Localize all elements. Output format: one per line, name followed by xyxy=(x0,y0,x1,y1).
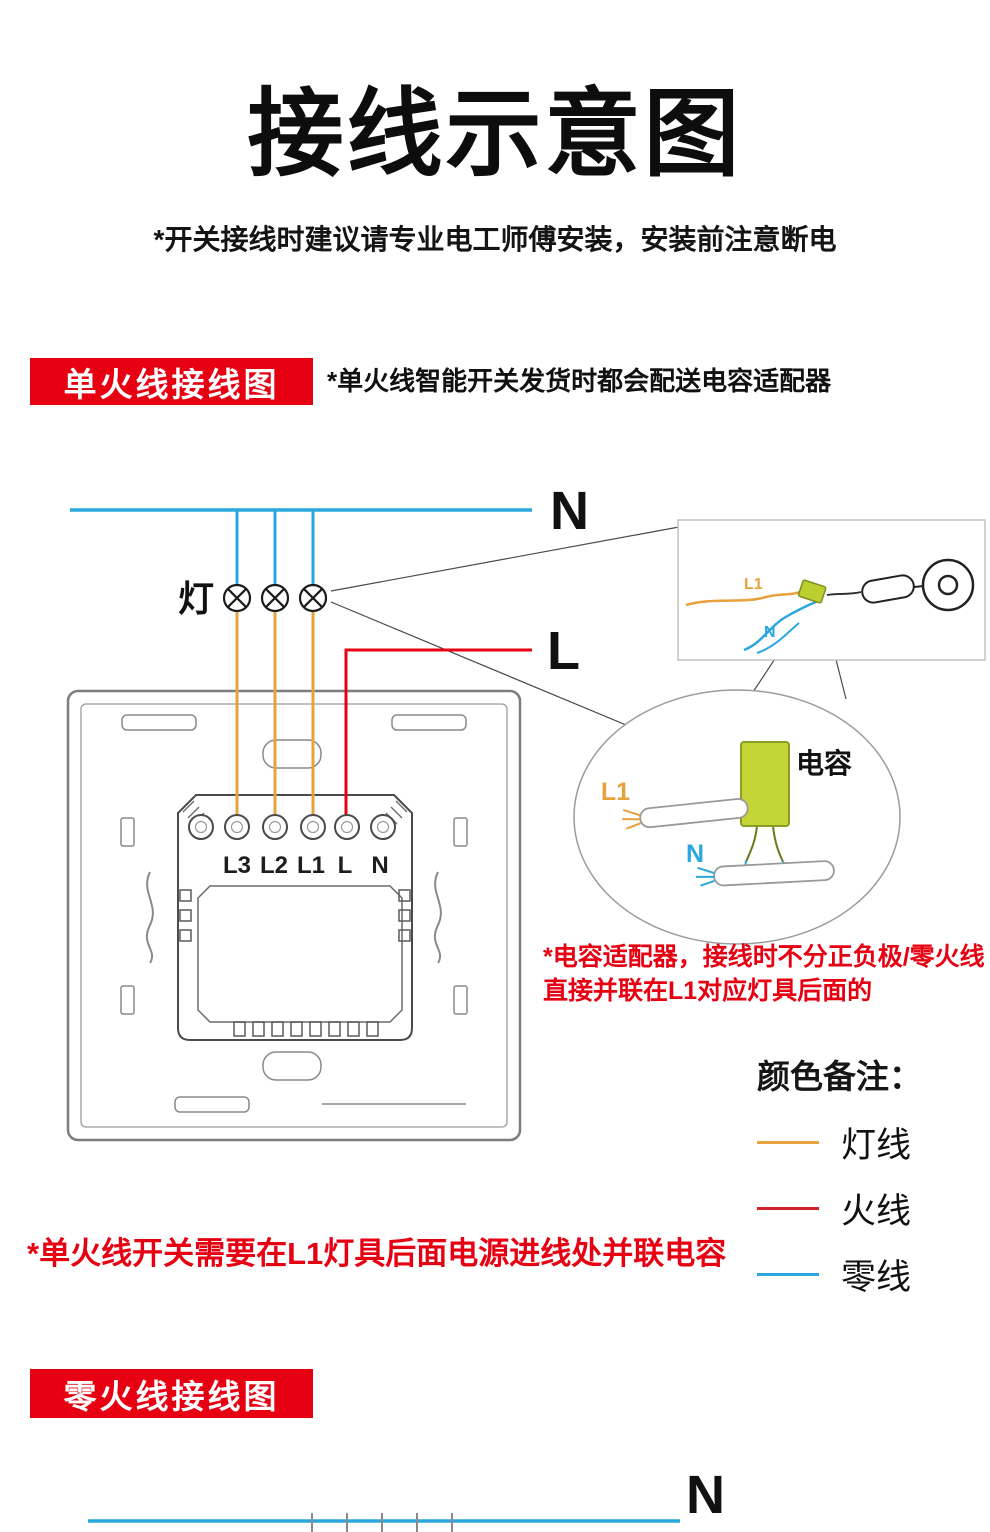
single-live-footnote: *单火线开关需要在L1灯具后面电源进线处并联电容 xyxy=(27,1236,727,1271)
terminal-screw xyxy=(300,814,326,840)
neutral-live-badge: 零火线接线图 xyxy=(30,1369,313,1418)
terminal-label-n: N xyxy=(371,852,388,879)
mounting-slot xyxy=(262,1051,322,1081)
color-legend: 颜色备注： 灯线 火线 零线 xyxy=(757,1050,922,1297)
zoom-guide-line xyxy=(330,526,680,592)
legend-item-live-wire: 火线 xyxy=(757,1186,922,1231)
terminal-label-l3: L3 xyxy=(223,852,251,879)
terminal-label-l: L xyxy=(338,852,353,879)
capacitor-callout: 电容 L1 N xyxy=(573,689,901,945)
lamp-icon xyxy=(260,583,290,613)
inset-n-wire xyxy=(743,599,819,652)
mounting-slot xyxy=(174,1096,250,1113)
mounting-slot xyxy=(453,817,468,847)
mounting-slot xyxy=(391,714,467,731)
lamp-group-label: 灯 xyxy=(178,578,214,619)
capacitor-lead xyxy=(772,825,784,863)
neutral-bus xyxy=(70,508,532,586)
next-panel-preview xyxy=(311,1513,453,1532)
neutral-wire-swatch xyxy=(757,1272,819,1276)
neutral-live-diagram-preview: N xyxy=(88,1465,725,1532)
l1-frayed-tip xyxy=(622,809,642,830)
legend-item-lamp-wire: 灯线 xyxy=(757,1120,922,1165)
terminal-label-l2: L2 xyxy=(260,852,288,879)
legend-label: 火线 xyxy=(841,1191,912,1231)
mounting-slot xyxy=(453,985,468,1015)
callout-capacitor-label: 电容 xyxy=(796,747,852,779)
single-live-badge-note: *单火线智能开关发货时都会配送电容适配器 xyxy=(327,366,832,396)
callout-l1-label: L1 xyxy=(601,778,630,806)
page-subtitle: *开关接线时建议请专业电工师傅安装，安装前注意断电 xyxy=(153,224,837,255)
inset-l1-wire xyxy=(685,589,803,607)
lamp-icon xyxy=(298,583,328,613)
terminal-screw xyxy=(224,814,250,840)
capacitor-body xyxy=(740,741,790,827)
bottom-neutral-label: N xyxy=(686,1465,725,1525)
lamp-icons xyxy=(222,583,328,613)
legend-label: 灯线 xyxy=(841,1125,912,1165)
terminal-screws xyxy=(188,814,396,840)
callout-l1-cable xyxy=(622,798,749,830)
legend-title: 颜色备注： xyxy=(757,1060,922,1096)
mounting-slot xyxy=(120,985,135,1015)
terminal-screw xyxy=(370,814,396,840)
legend-label: 零线 xyxy=(841,1257,912,1297)
wavy-slot xyxy=(433,871,442,964)
capacitor-mini-icon xyxy=(797,579,827,604)
wavy-slot xyxy=(145,871,154,964)
lamp-icon xyxy=(222,583,252,613)
zoom-guide-line xyxy=(330,601,663,741)
live-label: L xyxy=(547,621,580,681)
lamp-socket-icon xyxy=(921,558,975,612)
mounting-slot xyxy=(121,714,197,731)
terminal-block-outline xyxy=(177,794,413,1041)
side-clips xyxy=(179,889,411,942)
capacitor-note-line2: 直接并联在L1对应灯具后面的 xyxy=(543,977,873,1005)
inline-adapter-icon xyxy=(861,574,915,604)
mounting-slot xyxy=(262,739,322,769)
fixture-inset: L1 N xyxy=(677,519,986,661)
n-frayed-tip xyxy=(696,866,715,887)
inset-n-wire xyxy=(756,622,800,654)
terminal-inner-outline xyxy=(197,885,403,1023)
callout-n-label: N xyxy=(686,840,704,868)
legend-item-neutral-wire: 零线 xyxy=(757,1252,922,1297)
live-wire-swatch xyxy=(757,1206,819,1210)
neutral-label: N xyxy=(550,481,589,541)
terminal-block xyxy=(177,794,413,1041)
terminal-screw xyxy=(262,814,288,840)
callout-n-cable xyxy=(696,860,835,887)
lamp-wire-swatch xyxy=(757,1140,819,1144)
mounting-slot xyxy=(120,817,135,847)
inset-n-label: N xyxy=(764,624,776,641)
terminal-labels: L3 L2 L1 L N xyxy=(223,852,389,879)
terminal-screw xyxy=(334,814,360,840)
live-wire xyxy=(344,648,532,820)
single-live-badge: 单火线接线图 xyxy=(30,358,313,405)
lamp-wires xyxy=(235,611,315,820)
capacitor-lead xyxy=(745,825,758,863)
inset-l1-label: L1 xyxy=(744,576,763,593)
connector-teeth xyxy=(233,1021,379,1037)
page-title: 接线示意图 xyxy=(247,81,743,188)
terminal-screw xyxy=(188,814,214,840)
inset-adapter-wire xyxy=(826,591,862,596)
capacitor-note-line1: *电容适配器，接线时不分正负极/零火线 xyxy=(543,943,985,971)
panel-inner xyxy=(80,703,508,1128)
terminal-label-l1: L1 xyxy=(297,852,325,879)
